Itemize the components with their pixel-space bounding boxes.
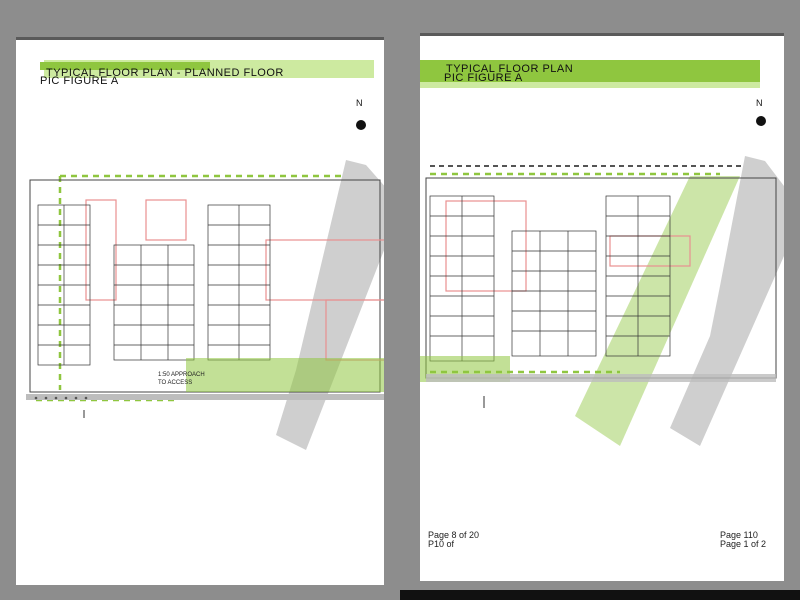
page-subtitle: PIC FIGURE A bbox=[40, 75, 119, 87]
page-gap bbox=[384, 0, 420, 600]
page-subtitle: PIC FIGURE A bbox=[444, 72, 523, 84]
left-document-page: TYPICAL FLOOR PLAN - PLANNED FLOOR PIC F… bbox=[16, 37, 384, 585]
north-arrow-icon: N bbox=[756, 98, 763, 108]
page-title: TYPICAL FLOOR PLAN - PLANNED FLOOR bbox=[46, 67, 284, 79]
header-accent-bar bbox=[40, 62, 210, 70]
north-arrow-icon: N bbox=[356, 98, 363, 108]
header-accent-bar bbox=[420, 60, 760, 82]
road-shape bbox=[276, 160, 384, 450]
north-circle-icon bbox=[756, 116, 766, 126]
right-document-page: TYPICAL FLOOR PLAN PIC FIGURE A N bbox=[420, 33, 784, 581]
header-highlight bbox=[420, 82, 760, 88]
floor-plan-drawing bbox=[26, 160, 384, 450]
road-shape bbox=[670, 156, 784, 446]
plan-label-approach: 1:50 APPROACH bbox=[158, 372, 205, 378]
floor-plan-drawing bbox=[420, 156, 784, 446]
page-title: TYPICAL FLOOR PLAN bbox=[446, 63, 574, 75]
footer-page-left-line1: Page 8 of 20 bbox=[428, 530, 480, 540]
footer-page-left-line2: P10 of bbox=[428, 539, 455, 549]
plan-label-access: TO ACCESS bbox=[158, 380, 193, 386]
north-circle-icon bbox=[356, 120, 366, 130]
footer-page-right-line2: Page 1 of 2 bbox=[720, 539, 767, 549]
footer-page-right-line1: Page 110 bbox=[720, 530, 758, 540]
bottom-edge bbox=[400, 590, 800, 600]
